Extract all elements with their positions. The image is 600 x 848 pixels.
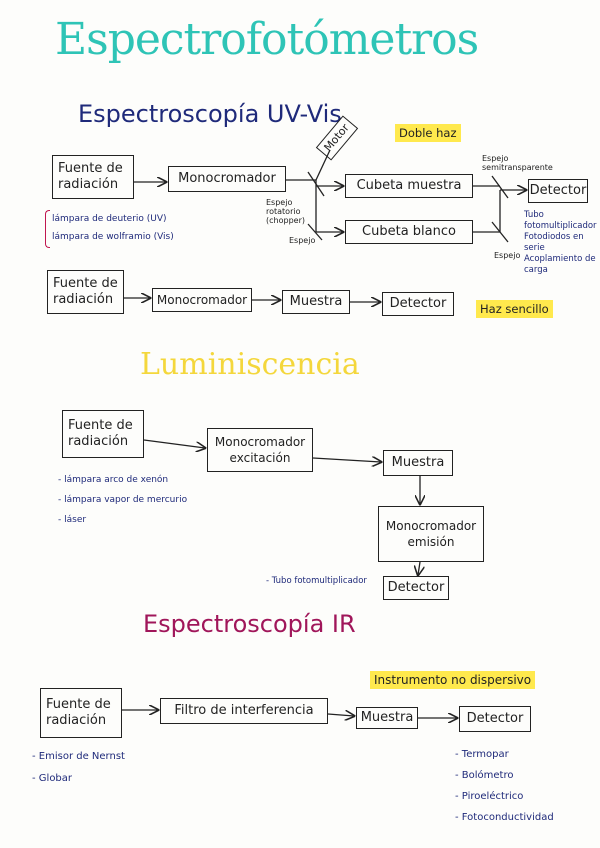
lum-sources-list: - lámpara arco de xenón - lámpara vapor … (58, 470, 187, 530)
double-beam-label: Doble haz (395, 124, 461, 142)
lum-source-item: - lámpara arco de xenón (58, 475, 169, 485)
ir-detector-label: Detector (466, 711, 524, 726)
lum-detector-note: - Tubo fotomultiplicador (266, 576, 367, 586)
lum-mono-exc-box: Monocromador excitación (207, 428, 313, 472)
uv-detector-item: Acoplamiento de carga (524, 254, 596, 275)
uv-lamp-item: lámpara de wolframio (Vis) (52, 232, 174, 242)
ir-source-item: - Emisor de Nernst (32, 751, 125, 762)
uv-mono-label: Monocromador (178, 171, 276, 186)
lum-source-label: Fuente de radiación (68, 418, 133, 449)
lum-mono-em-box: Monocromador emisión (378, 506, 484, 562)
arrow-lum-2 (312, 458, 381, 462)
single-source-box: Fuente de radiación (47, 270, 124, 314)
single-mono-label: Monocromador (156, 293, 248, 307)
uv-detector-item: Tubo fotomultiplicador (524, 210, 597, 231)
mirror-bottom-right-note: Espejo (494, 251, 521, 260)
lum-sample-label: Muestra (391, 455, 445, 470)
lum-source-item: - láser (58, 515, 87, 525)
uv-detector-box: Detector (528, 179, 588, 203)
cell-sample-box: Cubeta muestra (345, 174, 473, 198)
lum-mono-exc-label: Monocromador excitación (214, 435, 306, 465)
uv-source-label: Fuente de radiación (58, 161, 123, 192)
lum-heading: Luminiscencia (140, 347, 360, 382)
uv-source-box: Fuente de radiación (52, 155, 134, 199)
mirror-bottom-left (307, 223, 323, 241)
single-sample-label: Muestra (289, 294, 343, 309)
ir-source-item: - Globar (32, 773, 73, 784)
single-detector-box: Detector (382, 292, 454, 316)
lamps-brace (45, 210, 50, 248)
lum-source-box: Fuente de radiación (62, 410, 144, 458)
cell-blank-box: Cubeta blanco (345, 220, 473, 244)
ir-heading: Espectroscopía IR (143, 610, 356, 638)
ir-nondispersive-label: Instrumento no dispersivo (370, 671, 536, 689)
ir-sample-label: Muestra (360, 710, 414, 725)
single-beam-label: Haz sencillo (476, 300, 553, 318)
lum-sample-box: Muestra (383, 450, 453, 476)
ir-detector-item: - Bolómetro (455, 770, 514, 781)
chopper-mirror (307, 171, 325, 197)
single-mono-box: Monocromador (152, 288, 252, 312)
mirror-bottom-left-note: Espejo (289, 236, 316, 245)
uv-detector-label: Detector (529, 183, 587, 198)
uv-heading: Espectroscopía UV-Vis (78, 100, 342, 128)
uv-detector-item: Fotodiodos en serie (524, 232, 584, 253)
semi-mirror-note: Espejo semitransparente (482, 154, 553, 172)
single-source-label: Fuente de radiación (53, 276, 118, 307)
uv-lamps-list: lámpara de deuterio (UV) lámpara de wolf… (52, 210, 174, 246)
ir-filter-box: Filtro de interferencia (160, 698, 328, 724)
uv-lamp-item: lámpara de deuterio (UV) (52, 214, 167, 224)
cell-sample-label: Cubeta muestra (356, 178, 462, 193)
mirror-bottom-right (491, 221, 509, 243)
semi-mirror (491, 175, 509, 199)
ir-detector-box: Detector (459, 706, 531, 732)
ir-detector-item: - Termopar (455, 749, 509, 760)
ir-sources-list: - Emisor de Nernst - Globar (32, 746, 125, 790)
arrow-ir-2 (327, 714, 354, 716)
cell-blank-label: Cubeta blanco (362, 224, 456, 239)
ir-detector-item: - Piroeléctrico (455, 791, 524, 802)
arrow-lum-1 (143, 439, 205, 448)
lum-source-item: - lámpara vapor de mercurio (58, 495, 188, 505)
ir-filter-label: Filtro de interferencia (174, 703, 314, 718)
single-detector-label: Detector (389, 296, 447, 311)
uv-mono-box: Monocromador (168, 166, 286, 192)
ir-detectors-list: - Termopar - Bolómetro - Piroeléctrico -… (455, 744, 554, 828)
lum-mono-em-label: Monocromador emisión (385, 519, 477, 549)
ir-sample-box: Muestra (356, 707, 418, 729)
uv-detectors-list: Tubo fotomultiplicador Fotodiodos en ser… (524, 210, 597, 276)
page-title: Espectrofotómetros (55, 14, 479, 65)
ir-detector-item: - Fotoconductividad (455, 812, 554, 823)
single-sample-box: Muestra (282, 290, 350, 314)
line-motor (315, 149, 331, 181)
rotating-mirror-note: Espejo rotatorio (chopper) (266, 198, 305, 225)
arrow-lum-4 (418, 561, 420, 575)
ir-source-label: Fuente de radiación (46, 697, 111, 728)
lum-detector-label: Detector (387, 580, 445, 595)
ir-source-box: Fuente de radiación (40, 688, 122, 738)
